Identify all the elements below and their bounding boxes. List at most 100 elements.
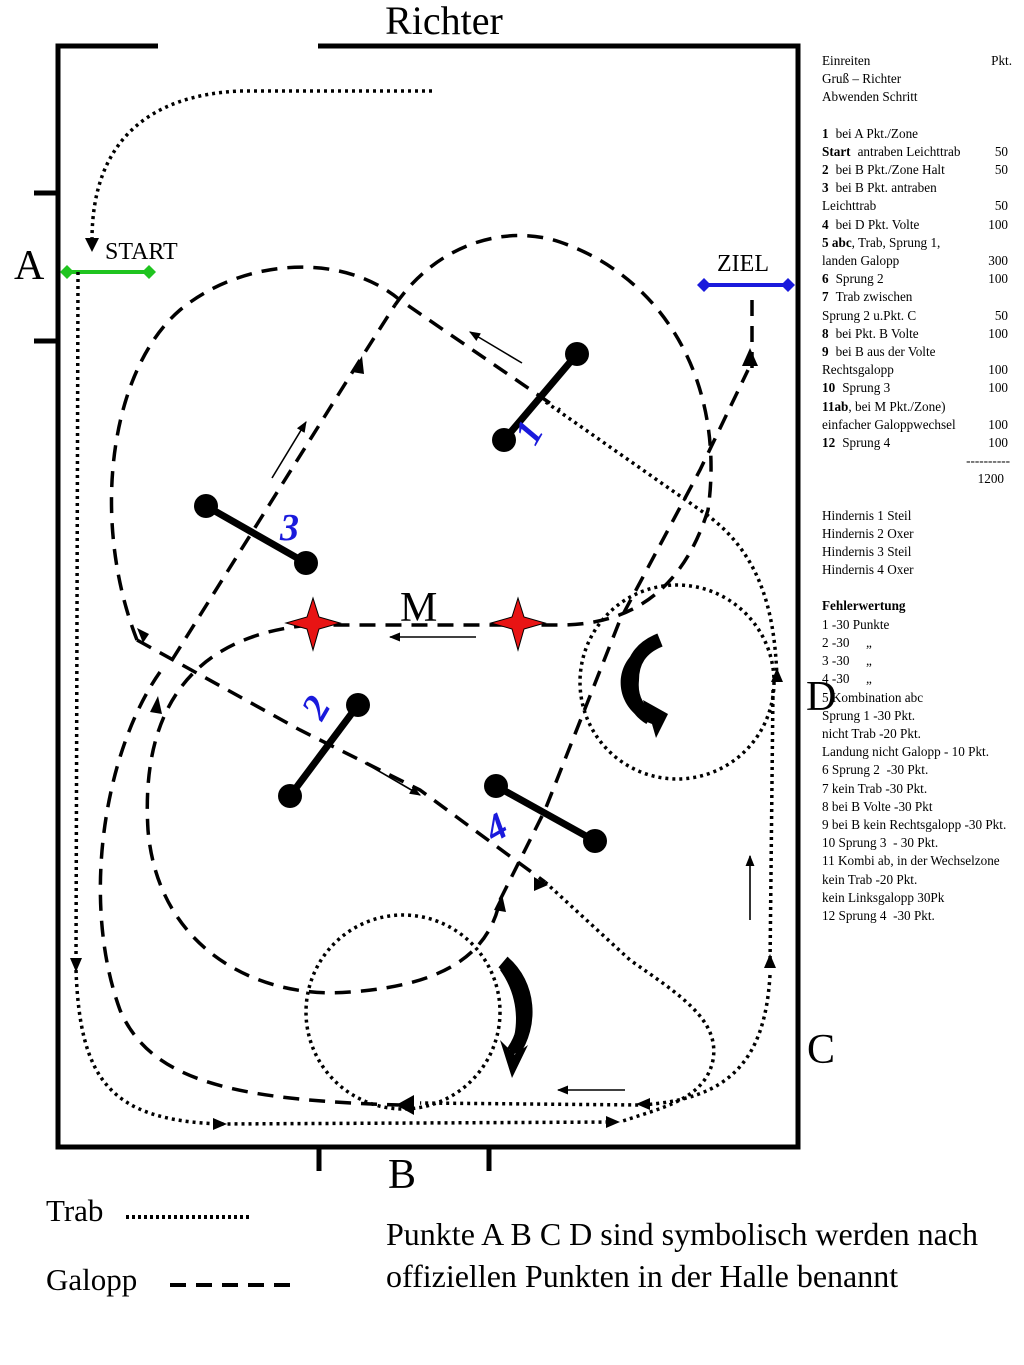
score-item: einfacher Galoppwechsel 100 <box>822 416 1012 434</box>
score-item: 1 bei A Pkt./Zone <box>822 125 1012 143</box>
obstacles <box>194 342 607 853</box>
fault-item: 3 -30 „ <box>822 653 872 669</box>
fault-item: 8 bei B Volte -30 Pkt <box>822 798 933 814</box>
score-item-text: Leichttrab <box>822 198 877 214</box>
score-item-number: Start <box>822 143 851 159</box>
score-item-text: einfacher Galoppwechsel <box>822 416 956 432</box>
letter-a: A <box>14 243 45 289</box>
fault-item: nicht Trab -20 Pkt. <box>822 725 921 741</box>
score-item: 7 Trab zwischen <box>822 288 1012 306</box>
volte-arrow-b-body <box>498 956 533 1057</box>
a-marker-ticks <box>34 190 58 344</box>
start-line <box>60 265 156 279</box>
fault-item: 11 Kombi ab, in der Wechselzone kein Tra… <box>822 853 1003 887</box>
score-item-text: bei A Pkt./Zone <box>835 125 919 141</box>
score-item-text: Trab zwischen <box>835 289 913 305</box>
score-item-number: 5 abc <box>822 234 852 250</box>
b-marker-ticks <box>316 1147 492 1171</box>
fault-item: 10 Sprung 3 - 30 Pkt. <box>822 835 939 851</box>
score-item-text: Rechtsgalopp <box>822 362 894 378</box>
score-item-text: Sprung 2 <box>835 271 884 287</box>
score-item-text: antraben Leichttrab <box>857 143 961 159</box>
fault-item: 4 -30 „ <box>822 671 872 687</box>
score-item: Start antraben Leichttrab 50 <box>822 143 1012 161</box>
score-item-points: 100 <box>988 325 1008 341</box>
volte-arrows <box>498 633 668 1078</box>
score-item: 3 bei B Pkt. antraben <box>822 179 1012 197</box>
score-item-text: bei Pkt. B Volte <box>835 325 919 341</box>
obstacle-4 <box>484 774 607 853</box>
obstacle-3 <box>194 494 318 575</box>
score-item-text: bei B Pkt. antraben <box>835 180 937 196</box>
score-item-number: 8 <box>822 325 829 341</box>
score-item-number: 6 <box>822 271 829 287</box>
fault-item: 6 Sprung 2 -30 Pkt. <box>822 762 929 778</box>
obstacle-list-item: Hindernis 2 Oxer <box>822 525 914 541</box>
fault-item: 5 Kombination abc <box>822 689 924 705</box>
canter-paths <box>98 233 754 1107</box>
arena-outline <box>55 43 801 1150</box>
obstacle-2 <box>278 693 370 808</box>
score-item-text: bei B Pkt./Zone Halt <box>835 162 945 178</box>
score-item-text: Sprung 2 u.Pkt. C <box>822 307 917 323</box>
judge-label: Richter <box>385 0 503 43</box>
legend-trot-label: Trab <box>46 1193 104 1228</box>
direction-arrows <box>271 331 755 1095</box>
score-item-number: 10 <box>822 380 836 396</box>
fault-item: 1 -30 Punkte <box>822 616 890 632</box>
score-item-number: 3 <box>822 180 829 196</box>
score-intro-line: Gruß – Richter <box>822 71 902 87</box>
score-item-points: 100 <box>988 362 1008 378</box>
score-divider: ---------- <box>966 453 1010 469</box>
star-right <box>489 596 547 652</box>
score-item-points: 100 <box>988 216 1008 232</box>
fault-item: kein Linksgalopp 30Pk <box>822 889 945 905</box>
score-item-number: 4 <box>822 216 829 232</box>
obstacle-number-2: 2 <box>293 689 339 727</box>
score-item-text: landen Galopp <box>822 253 900 269</box>
fault-item: 12 Sprung 4 -30 Pkt. <box>822 907 935 923</box>
score-intro-line: Abwenden Schritt <box>822 89 918 105</box>
score-item-points: 50 <box>994 162 1008 178</box>
score-item-text: , Trab, Sprung 1, <box>851 234 941 250</box>
volte-arrow-d-tail <box>624 633 663 725</box>
canter-arrowheads <box>137 348 758 1115</box>
score-item: 9 bei B aus der Volte <box>822 343 1012 361</box>
score-item-text: bei B aus der Volte <box>835 344 936 360</box>
score-item-number: 9 <box>822 344 829 360</box>
obstacle-list-item: Hindernis 3 Steil <box>822 544 912 560</box>
score-item-number: 12 <box>822 435 836 451</box>
letter-b: B <box>388 1152 416 1198</box>
score-item: 5 abc, Trab, Sprung 1, <box>822 234 1012 252</box>
finish-label: ZIEL <box>717 251 769 277</box>
obstacle-number-3: 3 <box>279 507 299 549</box>
finish-line <box>697 278 795 292</box>
obstacle-list-item: Hindernis 4 Oxer <box>822 562 914 578</box>
score-item-points: 100 <box>988 416 1008 432</box>
score-item-points: 50 <box>994 143 1008 159</box>
score-header-points: Pkt. <box>991 53 1012 68</box>
letter-c: C <box>807 1027 835 1073</box>
score-item-text: Sprung 3 <box>842 380 891 396</box>
star-markers <box>284 596 547 652</box>
obstacle-list-item: Hindernis 1 Steil <box>822 507 912 523</box>
score-header-label: Einreiten <box>822 53 871 68</box>
score-item-text: , bei M Pkt./Zone) <box>848 398 946 414</box>
score-item-number: 11ab <box>822 398 849 414</box>
fault-item: 2 -30 „ <box>822 634 872 650</box>
score-item-number: 7 <box>822 289 829 305</box>
score-item-number: 1 <box>822 125 829 141</box>
star-left <box>284 596 342 652</box>
fault-list: 1 -30 Punkte 2 -30 „ 3 -30 „ 4 -30 „ 5 Kombi… <box>822 616 1012 925</box>
letter-d: D <box>806 674 836 720</box>
score-item-number: 2 <box>822 162 829 178</box>
fault-item: Sprung 1 -30 Pkt. <box>822 707 916 723</box>
